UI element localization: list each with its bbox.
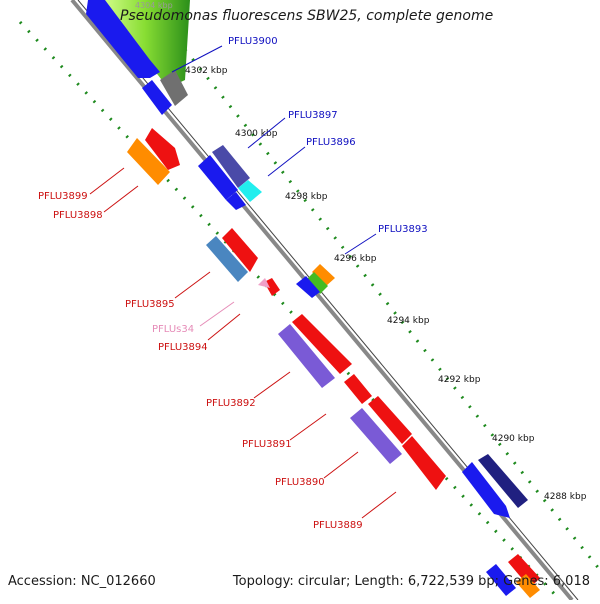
label-pflu3892: PFLU3892	[206, 398, 256, 409]
gene-red-3889	[402, 436, 446, 490]
label-pflu3895: PFLU3895	[125, 299, 175, 310]
genome-summary: Topology: circular; Length: 6,722,539 bp…	[232, 574, 590, 589]
tick-4298: 4298 kbp	[285, 192, 328, 202]
leader-pflu3892	[253, 371, 291, 399]
gene-red-3890	[368, 396, 412, 444]
gene-orange-bottom	[516, 574, 540, 598]
leader-pflu3890	[323, 451, 359, 479]
label-pflu3896: PFLU3896	[306, 137, 356, 148]
tick-dots-inner	[18, 20, 562, 602]
gene-blue-4290	[462, 462, 510, 518]
label-pflu3900: PFLU3900	[228, 36, 278, 47]
gene-red-bottom	[508, 554, 540, 588]
leader-pflu3889	[361, 491, 397, 519]
leader-pflu3898	[103, 185, 139, 213]
gene-blue-3893	[296, 276, 320, 298]
leader-pflu3893	[344, 233, 377, 255]
gene-purple-3892	[278, 324, 335, 388]
leader-pflus34	[199, 301, 235, 327]
label-pflu3890: PFLU3890	[275, 477, 325, 488]
leader-pflu3900	[171, 45, 223, 73]
gene-red-3892	[292, 314, 352, 374]
gene-grey	[160, 70, 188, 106]
label-pflu3889: PFLU3889	[313, 520, 363, 531]
gene-blue-small	[226, 192, 246, 210]
tick-dots-outer	[153, 11, 600, 571]
leader-pflu3897	[247, 117, 286, 149]
leader-pflu3891	[289, 413, 327, 441]
label-pflu3893: PFLU3893	[378, 224, 428, 235]
gene-navy-4290	[478, 454, 528, 508]
gene-blue-pflu3900	[142, 80, 172, 115]
label-pflu3897: PFLU3897	[288, 110, 338, 121]
gene-orange-3898	[127, 138, 170, 185]
gene-red-3891	[344, 374, 372, 404]
gene-blue-3896	[198, 155, 238, 200]
gene-blue-top	[86, 0, 160, 78]
tick-4290: 4290 kbp	[492, 434, 535, 444]
tick-4304: 4304 kbp	[135, 1, 173, 10]
label-pflu3894: PFLU3894	[158, 342, 208, 353]
gene-cyan	[238, 180, 262, 202]
leader-pflu3894	[207, 313, 241, 341]
label-pflus34: PFLUs34	[152, 324, 194, 335]
map-title: Pseudomonas fluorescens SBW25, complete …	[120, 8, 494, 24]
accession-label: Accession: NC_012660	[8, 574, 156, 589]
gene-green-3893	[306, 272, 328, 294]
tick-4288: 4288 kbp	[544, 492, 587, 502]
gene-pink-srna	[258, 278, 270, 288]
gene-orange-3893	[312, 264, 335, 286]
label-pflu3898: PFLU3898	[53, 210, 103, 221]
leader-pflu3895	[174, 271, 211, 299]
gene-red-3899	[145, 128, 180, 170]
gene-navy-3897	[212, 145, 250, 188]
leader-pflu3896	[267, 146, 306, 177]
gene-red-small	[264, 278, 280, 296]
gene-purple-3890	[350, 408, 402, 464]
tick-4294: 4294 kbp	[387, 316, 430, 326]
gene-green-large	[100, 0, 190, 88]
gene-red-3894	[222, 228, 258, 272]
tick-4292: 4292 kbp	[438, 375, 481, 385]
tick-4296: 4296 kbp	[334, 254, 377, 264]
gene-blue-bottom	[486, 564, 516, 596]
label-pflu3899: PFLU3899	[38, 191, 88, 202]
label-pflu3891: PFLU3891	[242, 439, 292, 450]
tick-4302: 4302 kbp	[185, 66, 228, 76]
leader-pflu3899	[89, 167, 125, 195]
gene-steelblue-3895	[206, 236, 248, 282]
tick-4300: 4300 kbp	[235, 129, 278, 139]
